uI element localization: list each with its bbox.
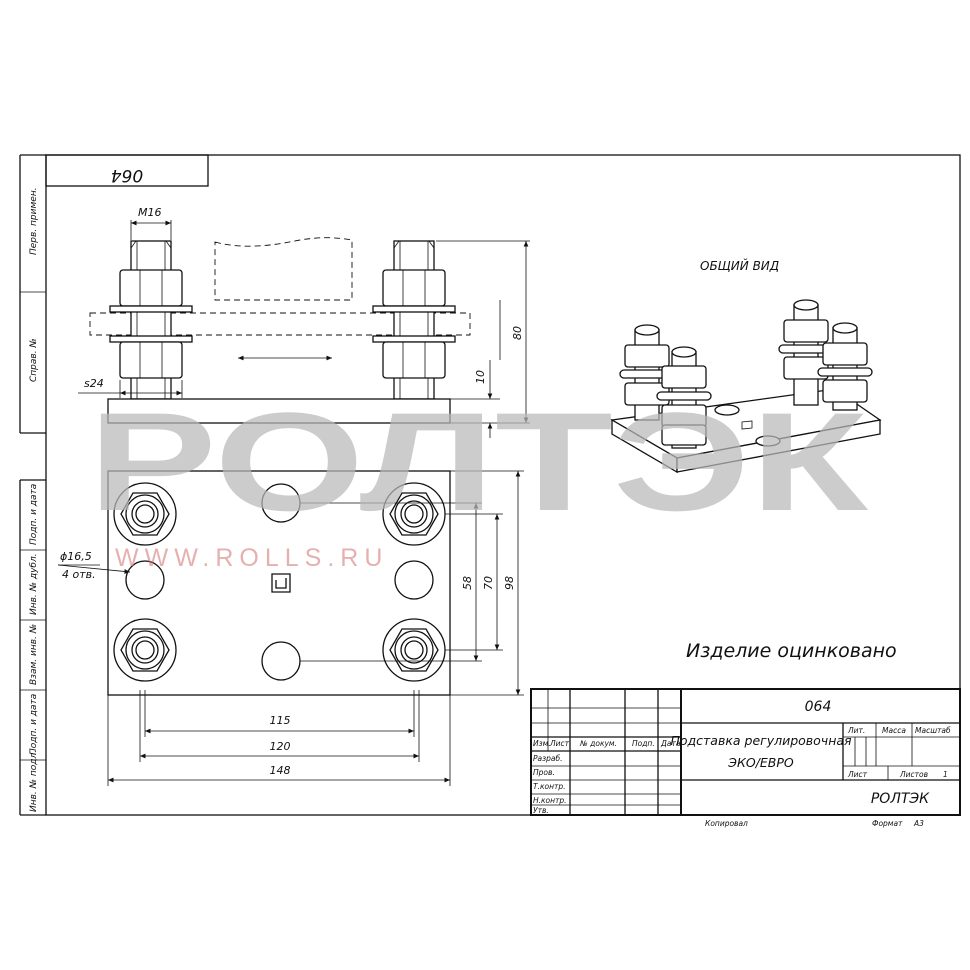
mount-hole xyxy=(261,641,301,681)
tb-nkontr: Н.контр. xyxy=(533,796,567,805)
perv-primen-label: Перв. примен. xyxy=(29,187,39,255)
tb-format-label: Формат xyxy=(872,819,903,828)
tb-name-line1: Подставка регулировочная xyxy=(670,733,852,748)
dim-h-120: 120 xyxy=(270,740,291,753)
front-view: M16 s24 80 10 xyxy=(78,206,530,438)
dim-wrench-s24: s24 xyxy=(84,377,104,390)
left-stud-assembly xyxy=(109,240,193,400)
iso-stud xyxy=(619,324,675,421)
tb-listov-label: Листов xyxy=(899,770,928,779)
podp-data-label-1: Подп. и дата xyxy=(29,484,39,545)
tb-kopiroval: Копировал xyxy=(705,819,748,828)
tb-name-line2: ЭКО/ЕВРО xyxy=(727,755,794,770)
tb-col-list: Лист xyxy=(549,739,570,748)
dim-thread-m16: M16 xyxy=(138,206,162,219)
tb-tkontr: Т.контр. xyxy=(533,782,566,791)
tb-list-label: Лист xyxy=(847,770,868,779)
mount-hole xyxy=(125,560,165,600)
tb-company: РОЛТЭК xyxy=(871,791,930,807)
dim-h-115: 115 xyxy=(270,714,291,727)
dim-h-148: 148 xyxy=(270,764,291,777)
tb-col-podp: Подп. xyxy=(632,739,655,748)
top-nut xyxy=(113,618,177,682)
tb-col-izm: Изм. xyxy=(533,739,551,748)
sprav-no-label: Справ. № xyxy=(29,338,39,382)
iso-stud xyxy=(817,322,873,411)
tb-utv: Утв. xyxy=(533,806,549,815)
watermark-brand: РОЛТЭК xyxy=(88,383,869,540)
top-code-box: 064 xyxy=(45,154,209,187)
tb-listov-value: 1 xyxy=(943,770,948,779)
drawing-frame xyxy=(45,154,961,816)
center-logo-mark xyxy=(271,573,291,593)
tb-masshtab: Масштаб xyxy=(915,726,951,735)
top-view: ϕ16,5 4 отв. 58 70 98 115 120 148 xyxy=(57,470,524,786)
dim-hole-count: 4 отв. xyxy=(62,568,96,581)
tb-lit: Лит. xyxy=(847,726,865,735)
dim-height-80: 80 xyxy=(511,326,524,340)
tb-razrab: Разраб. xyxy=(533,754,562,763)
tb-col-data: Дата xyxy=(660,739,681,748)
galvanized-note: Изделие оцинковано xyxy=(686,640,897,662)
tb-format-value: А3 xyxy=(913,819,924,828)
iso-stud xyxy=(778,299,834,406)
top-nut xyxy=(382,482,446,546)
iso-stud xyxy=(656,346,712,449)
watermark: РОЛТЭК WWW.ROLLS.RU xyxy=(88,383,869,572)
dim-v-58: 58 xyxy=(461,576,474,590)
vzam-inv-label: Взам. инв. № xyxy=(29,624,39,685)
tb-prov: Пров. xyxy=(533,768,555,777)
podp-data-label-2: Подп. и дата xyxy=(29,694,39,755)
mount-hole xyxy=(394,560,434,600)
inv-podl-label: Инв. № подл. xyxy=(29,750,39,812)
front-base-plate xyxy=(107,398,451,424)
watermark-url: WWW.ROLLS.RU xyxy=(115,544,388,572)
view-label: ОБЩИЙ ВИД xyxy=(700,258,779,273)
isometric-view: ОБЩИЙ ВИД xyxy=(610,258,882,474)
dim-plate-10: 10 xyxy=(474,370,487,384)
dim-v-70: 70 xyxy=(482,576,495,590)
dim-hole-diameter: ϕ16,5 xyxy=(60,550,92,563)
tb-code: 064 xyxy=(805,699,832,715)
top-nut xyxy=(382,618,446,682)
inv-dubl-label: Инв. № дубл. xyxy=(29,553,39,615)
title-block: 064 Подставка регулировочная ЭКО/ЕВРО РО… xyxy=(530,688,961,828)
left-binding-strip: Перв. примен. Справ. № Подп. и дата Инв.… xyxy=(19,154,46,816)
top-nut xyxy=(113,482,177,546)
right-stud-assembly xyxy=(372,240,456,400)
tb-massa: Масса xyxy=(882,726,906,735)
tb-col-docnum: № докум. xyxy=(579,739,617,748)
top-code-text: 064 xyxy=(111,165,143,185)
dim-v-98: 98 xyxy=(503,576,516,590)
